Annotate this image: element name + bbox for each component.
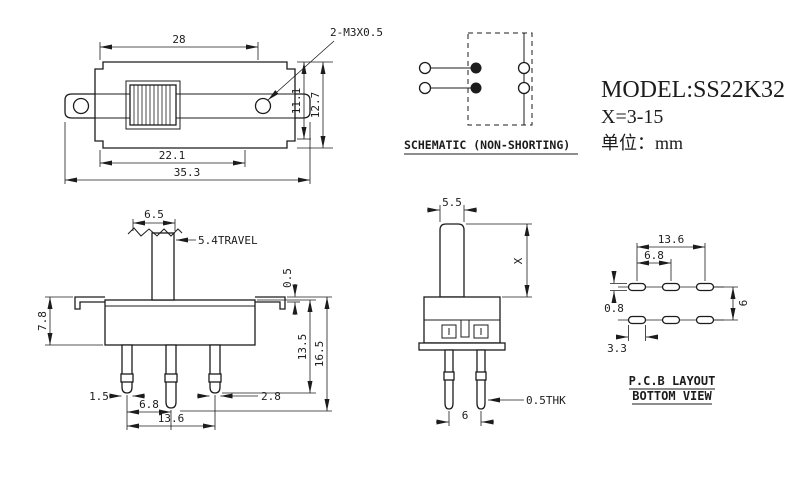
front-view: 6.5 5.4TRAVEL 0.5 7.8 1.5 2.8 bbox=[36, 208, 332, 430]
x-spec: X=3-15 bbox=[601, 106, 663, 128]
terminal-open bbox=[418, 81, 432, 95]
pin-crimp bbox=[208, 373, 222, 383]
schematic-view: SCHEMATIC (NON-SHORTING) bbox=[404, 32, 578, 155]
pin-crimp bbox=[443, 371, 455, 381]
dim-label: 7.8 bbox=[36, 311, 49, 331]
dim-label: 35.3 bbox=[174, 166, 201, 179]
dim-label: 0.8 bbox=[604, 302, 624, 315]
top-view-left-ear bbox=[64, 93, 97, 119]
dim-label: 2.8 bbox=[261, 390, 281, 403]
dim-label: 1.5 bbox=[89, 390, 109, 403]
terminal-open bbox=[517, 81, 531, 95]
dim-label: 6 bbox=[737, 300, 750, 307]
pcb-pad bbox=[695, 315, 715, 325]
front-left-tab bbox=[74, 296, 105, 310]
terminal-open bbox=[517, 61, 531, 75]
front-view-dimensions: 6.5 5.4TRAVEL 0.5 7.8 1.5 2.8 bbox=[36, 208, 332, 430]
pcb-dimensions: 13.6 6.8 0.8 6 3.3 bbox=[604, 233, 750, 355]
slider-bridge-box bbox=[467, 32, 533, 126]
pcb-caption-line2: BOTTOM VIEW bbox=[632, 389, 712, 403]
front-body bbox=[104, 299, 256, 346]
top-view-dimensions: 28 2-M3X0.5 22.1 35.3 11.1 12.7 bbox=[64, 26, 383, 184]
hole-callout-label: 2-M3X0.5 bbox=[330, 26, 383, 39]
title-block: MODEL:SS22K32 X=3-15 单位：mm bbox=[601, 77, 785, 153]
front-handle bbox=[151, 232, 175, 301]
slider-knob bbox=[129, 84, 177, 126]
dim-label: 12.7 bbox=[309, 92, 322, 119]
side-knob bbox=[439, 223, 465, 298]
model-number: MODEL:SS22K32 bbox=[601, 77, 785, 103]
pin-crimp bbox=[164, 373, 178, 383]
dim-label: 6.5 bbox=[144, 208, 164, 221]
schematic-caption: SCHEMATIC (NON-SHORTING) bbox=[404, 138, 570, 152]
pin-crimp bbox=[120, 373, 134, 383]
pcb-pad bbox=[695, 282, 715, 292]
knob-hatching bbox=[133, 85, 171, 125]
front-right-tab bbox=[255, 296, 286, 310]
dim-label: 11.1 bbox=[290, 88, 303, 115]
dim-label: 13.6 bbox=[158, 412, 185, 425]
side-view: 5.5 X 6 0.5THK bbox=[418, 196, 566, 426]
pin bbox=[121, 344, 133, 394]
pcb-pad bbox=[661, 282, 681, 292]
terminal-common bbox=[470, 62, 482, 74]
pin bbox=[209, 344, 221, 394]
dim-label: 6.8 bbox=[139, 398, 159, 411]
dim-label: 6.8 bbox=[644, 249, 664, 262]
break-line bbox=[127, 227, 183, 237]
side-view-dimensions: 5.5 X 6 0.5THK bbox=[427, 196, 566, 426]
pcb-caption-line1: P.C.B LAYOUT bbox=[629, 374, 716, 388]
dim-label: 13.5 bbox=[296, 334, 309, 361]
mounting-hole-left bbox=[72, 97, 90, 115]
terminal-open bbox=[418, 61, 432, 75]
slider-slot bbox=[125, 80, 181, 130]
side-base bbox=[418, 342, 506, 351]
terminal-common bbox=[470, 82, 482, 94]
dim-label: 28 bbox=[172, 33, 185, 46]
dim-label: 13.6 bbox=[658, 233, 685, 246]
dim-label: 6 bbox=[462, 409, 469, 422]
pcb-pad bbox=[627, 282, 647, 292]
pin-crimp bbox=[475, 371, 487, 381]
mounting-hole-right bbox=[254, 97, 272, 115]
dim-label: 5.5 bbox=[442, 196, 462, 209]
pcb-view: 13.6 6.8 0.8 6 3.3 P.C.B LAYOUT BOTTOM bbox=[604, 233, 750, 405]
dim-label: X bbox=[512, 257, 525, 264]
dim-label: 3.3 bbox=[607, 342, 627, 355]
dim-label: 22.1 bbox=[159, 149, 186, 162]
travel-label: 5.4TRAVEL bbox=[198, 234, 258, 247]
pcb-pad bbox=[627, 315, 647, 325]
unit-label: 单位：mm bbox=[601, 133, 683, 153]
thk-label: 0.5THK bbox=[526, 394, 566, 407]
top-view-body bbox=[94, 61, 296, 149]
dim-label: 0.5 bbox=[281, 268, 294, 288]
top-view: 28 2-M3X0.5 22.1 35.3 11.1 12.7 bbox=[64, 26, 383, 184]
pcb-pad bbox=[661, 315, 681, 325]
dim-label: 16.5 bbox=[313, 341, 326, 368]
